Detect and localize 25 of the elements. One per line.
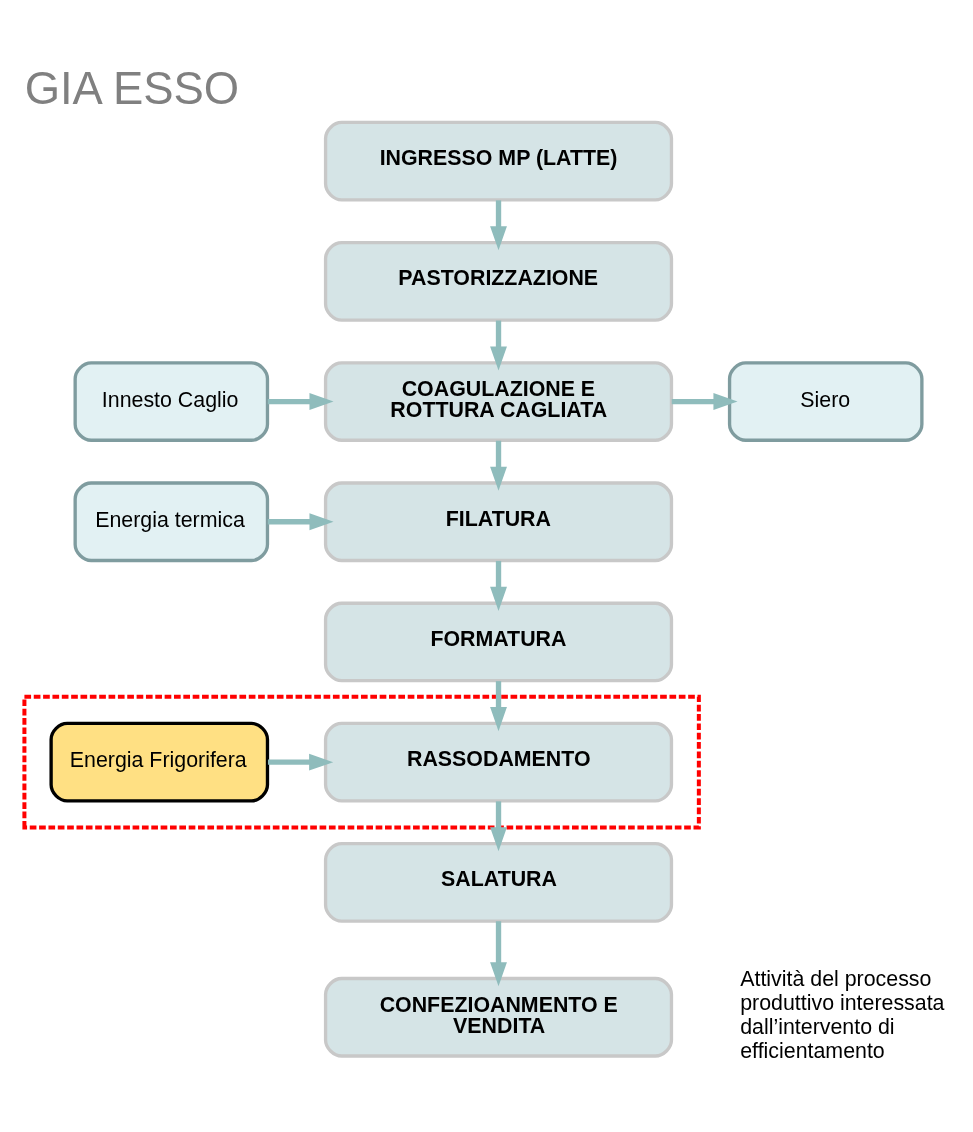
node-box: COAGULAZIONE E ROTTURA CAGLIATA [323, 360, 674, 442]
arrow [490, 680, 507, 731]
node-box: Energia termica [73, 480, 270, 562]
arrow [490, 440, 507, 491]
arrow [490, 199, 507, 250]
node-box: CONFEZIOANMENTO E VENDITA [323, 976, 674, 1058]
node-box: SALATURA [323, 841, 674, 923]
arrow [490, 560, 507, 611]
arrow [490, 800, 507, 851]
node-box: FILATURA [323, 480, 674, 562]
diagram-title: GIA ESSO [24, 62, 240, 114]
arrow [490, 320, 507, 371]
arrow [671, 392, 738, 410]
arrow [267, 392, 334, 410]
node-box: Innesto Caglio [73, 360, 270, 442]
node-box: PASTORIZZAZIONE [323, 240, 674, 322]
node-box: FORMATURA [323, 601, 674, 682]
node-box: RASSODAMENTO [323, 721, 674, 803]
arrow [490, 920, 507, 986]
arrow [267, 512, 334, 530]
node-box: Energia Frigorifera [49, 721, 270, 803]
label: Attività del processo produttivo interessata dall’intervento di efficientamento [740, 966, 945, 1063]
node-box: INGRESSO MP (LATTE) [323, 120, 674, 202]
arrow [267, 753, 334, 771]
node-box: Siero [727, 360, 924, 442]
